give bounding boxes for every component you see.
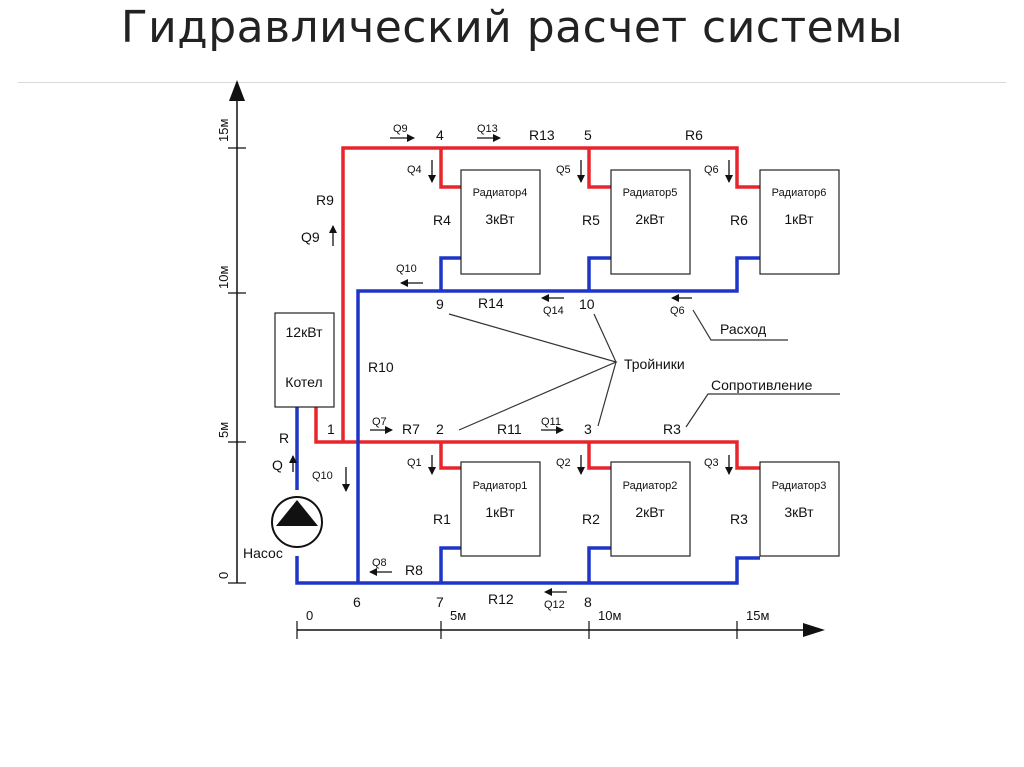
node-label: 2 (436, 421, 444, 437)
resistance-labels: R R1 R2 R3 R4 R5 R6 R7 R8 R9 R10 R11 R12… (279, 127, 748, 607)
resistance-label: R8 (405, 562, 423, 578)
page-title: Гидравлический расчет системы (120, 2, 904, 53)
radiator-name: Радиатор3 (772, 480, 827, 492)
flow-label: Q4 (407, 164, 422, 176)
node-label: 6 (353, 594, 361, 610)
node-label: 8 (584, 594, 592, 610)
vertical-axis: 0 5м 10м 15м (216, 80, 246, 584)
radiator-name: Радиатор1 (473, 480, 528, 492)
resistance-label: R6 (730, 212, 748, 228)
supply-pipes (314, 146, 760, 470)
node-label: 1 (327, 421, 335, 437)
x-tick-label: 5м (450, 608, 466, 623)
y-tick-label: 5м (216, 422, 231, 438)
flow-label: Q3 (704, 457, 719, 469)
horizontal-axis: 0 5м 10м 15м (296, 608, 825, 639)
flow-label: Q6 (670, 305, 685, 317)
resistance-label: R11 (497, 421, 522, 437)
resistance-label: R9 (316, 192, 334, 208)
resistance-label: R5 (582, 212, 600, 228)
radiator-name: Радиатор2 (623, 480, 678, 492)
radiator-2: Радиатор2 2кВт (610, 461, 691, 557)
boiler-name: Котел (285, 374, 322, 390)
resistance-annotation: Сопротивление (711, 377, 813, 393)
flow-label: Q14 (543, 305, 564, 317)
flow-label: Q13 (477, 123, 498, 135)
radiator-power: 3кВт (784, 504, 814, 520)
radiator-power: 1кВт (784, 211, 814, 227)
radiator-6: Радиатор6 1кВт (759, 169, 840, 275)
radiator-5: Радиатор5 2кВт (610, 169, 691, 275)
resistance-label: R12 (488, 591, 514, 607)
resistance-label: R4 (433, 212, 451, 228)
radiator-power: 2кВт (635, 211, 665, 227)
flow-label: Q10 (312, 470, 333, 482)
boiler: 12кВт Котел (274, 312, 335, 408)
title-divider (18, 82, 1006, 83)
flow-label: Q10 (396, 263, 417, 275)
flow-labels: Q Q1 Q2 Q3 Q4 Q5 Q6 Q6 Q7 Q8 Q9 Q9 (272, 123, 733, 611)
boiler-power: 12кВт (286, 324, 324, 340)
flow-label: Q (272, 457, 283, 473)
resistance-label: R2 (582, 511, 600, 527)
flow-annotation: Расход (720, 321, 766, 337)
resistance-label: R3 (730, 511, 748, 527)
radiator-name: Радиатор6 (772, 187, 827, 199)
flow-label: Q11 (541, 416, 561, 428)
node-labels: 1 2 3 4 5 6 7 8 9 10 (327, 127, 595, 610)
resistance-label: R6 (685, 127, 703, 143)
radiator-power: 3кВт (485, 211, 515, 227)
flow-label: Q9 (301, 229, 320, 245)
resistance-label: R1 (433, 511, 451, 527)
flow-label: Q6 (704, 164, 719, 176)
annotations: Тройники Расход Сопротивление (448, 309, 840, 431)
radiator-1: Радиатор1 1кВт (460, 461, 541, 557)
radiator-power: 2кВт (635, 504, 665, 520)
y-tick-label: 0 (216, 572, 231, 579)
node-label: 5 (584, 127, 592, 143)
flow-label: Q1 (407, 457, 422, 469)
radiator-3: Радиатор3 3кВт (759, 461, 840, 557)
resistance-label: R7 (402, 421, 420, 437)
flow-label: Q5 (556, 164, 571, 176)
radiator-name: Радиатор4 (473, 187, 528, 199)
flow-label: Q9 (393, 123, 408, 135)
radiator-4: Радиатор4 3кВт (460, 169, 541, 275)
return-pipes (295, 256, 760, 585)
flow-label: Q8 (372, 557, 387, 569)
y-tick-label: 15м (216, 119, 231, 142)
radiator-power: 1кВт (485, 504, 515, 520)
radiator-name: Радиатор5 (623, 187, 678, 199)
x-tick-label: 0 (306, 608, 313, 623)
x-tick-label: 15м (746, 608, 769, 623)
resistance-label: R3 (663, 421, 681, 437)
node-label: 4 (436, 127, 444, 143)
y-tick-label: 10м (216, 266, 231, 289)
resistance-label: R14 (478, 295, 504, 311)
x-tick-label: 10м (598, 608, 621, 623)
node-label: 7 (436, 594, 444, 610)
resistance-label: R10 (368, 359, 394, 375)
node-label: 3 (584, 421, 592, 437)
pump-label: Насос (243, 545, 283, 561)
node-label: 9 (436, 296, 444, 312)
tees-label: Тройники (624, 356, 685, 372)
flow-label: Q7 (372, 416, 387, 428)
flow-label: Q12 (544, 599, 565, 611)
flow-label: Q2 (556, 457, 571, 469)
pump: Насос (243, 496, 323, 561)
resistance-label: R13 (529, 127, 555, 143)
resistance-label: R (279, 430, 289, 446)
node-label: 10 (579, 296, 595, 312)
